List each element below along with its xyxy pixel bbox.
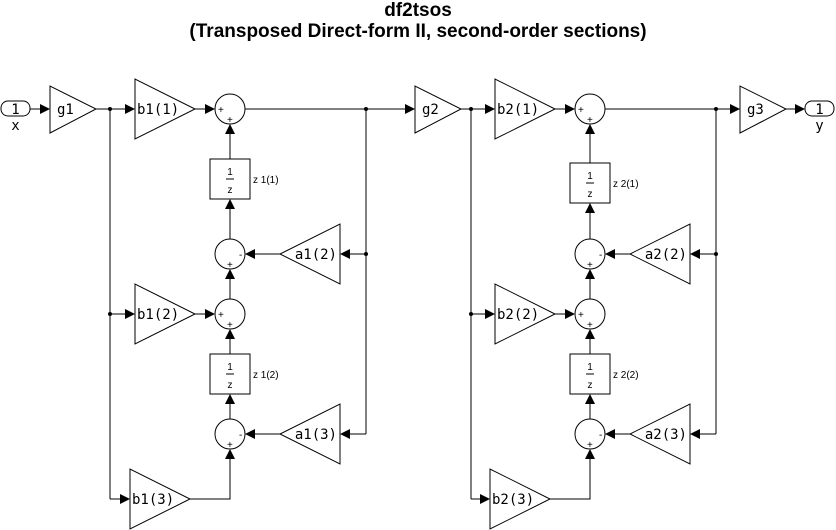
gain-label-b1-1: b1(1) bbox=[137, 102, 179, 118]
sum-sign-plus: + bbox=[587, 440, 593, 451]
sum-sign-plus: + bbox=[587, 320, 593, 331]
sum-sign-plus: + bbox=[578, 105, 584, 116]
sum-sign-plus: + bbox=[218, 105, 224, 116]
diagram-title: df2tsos bbox=[384, 0, 452, 21]
gain-b1-3[interactable] bbox=[129, 468, 192, 530]
gain-label-g1: g1 bbox=[57, 102, 74, 118]
sum-sign-minus: - bbox=[599, 430, 602, 441]
delay-denominator: z bbox=[228, 380, 233, 391]
delay-numerator: 1 bbox=[587, 362, 593, 373]
gain-label-g3: g3 bbox=[747, 102, 764, 118]
delay-label-z2-1: z 2(1) bbox=[613, 179, 639, 190]
delay-numerator: 1 bbox=[227, 362, 233, 373]
gain-b2-1[interactable] bbox=[494, 78, 557, 140]
wire bbox=[550, 449, 595, 500]
output-port-name: y bbox=[815, 118, 823, 134]
gain-g3[interactable] bbox=[739, 85, 788, 134]
sum-sign-plus: + bbox=[227, 440, 233, 451]
sum-sign-plus: + bbox=[227, 260, 233, 271]
gain-label-a1-2: a1(2) bbox=[295, 247, 337, 263]
gain-label-b1-3: b1(3) bbox=[132, 492, 174, 508]
gain-label-b2-3: b2(3) bbox=[492, 492, 534, 508]
sum-sign-minus: - bbox=[239, 430, 242, 441]
gain-label-a1-3: a1(3) bbox=[295, 427, 337, 443]
output-port[interactable] bbox=[804, 100, 835, 117]
diagram-subtitle: (Transposed Direct-form II, second-order… bbox=[189, 21, 647, 42]
sum-sign-plus: + bbox=[227, 115, 233, 126]
gain-g1[interactable] bbox=[49, 85, 98, 134]
gain-b2-3[interactable] bbox=[489, 468, 552, 530]
delay-denominator: z bbox=[588, 380, 593, 391]
input-port-name: x bbox=[11, 118, 19, 134]
delay-denominator: z bbox=[228, 185, 233, 196]
delay-numerator: 1 bbox=[227, 167, 233, 178]
wire bbox=[190, 449, 235, 500]
delay-label-z1-1: z 1(1) bbox=[253, 175, 279, 186]
gain-b1-2[interactable] bbox=[134, 283, 197, 345]
gain-g2[interactable] bbox=[414, 85, 463, 134]
gain-label-b1-2: b1(2) bbox=[137, 307, 179, 323]
sum-sign-plus: + bbox=[587, 260, 593, 271]
gain-b1-1[interactable] bbox=[134, 78, 197, 140]
output-port-number: 1 bbox=[815, 102, 823, 118]
delay-numerator: 1 bbox=[587, 171, 593, 182]
delay-label-z2-2: z 2(2) bbox=[613, 370, 639, 381]
sum-sign-plus: + bbox=[218, 310, 224, 321]
gain-label-g2: g2 bbox=[422, 102, 439, 118]
gain-label-b2-2: b2(2) bbox=[497, 307, 539, 323]
delay-denominator: z bbox=[588, 189, 593, 200]
gain-label-a2-2: a2(2) bbox=[645, 247, 687, 263]
delay-label-z1-2: z 1(2) bbox=[253, 370, 279, 381]
gain-label-a2-3: a2(3) bbox=[645, 427, 687, 443]
sum-sign-plus: + bbox=[587, 115, 593, 126]
gain-b2-2[interactable] bbox=[494, 283, 557, 345]
sum-sign-plus: + bbox=[227, 320, 233, 331]
sum-sign-minus: - bbox=[239, 250, 242, 261]
gain-label-b2-1: b2(1) bbox=[497, 102, 539, 118]
input-port-number: 1 bbox=[11, 102, 19, 118]
sum-sign-plus: + bbox=[578, 310, 584, 321]
sum-sign-minus: - bbox=[599, 250, 602, 261]
